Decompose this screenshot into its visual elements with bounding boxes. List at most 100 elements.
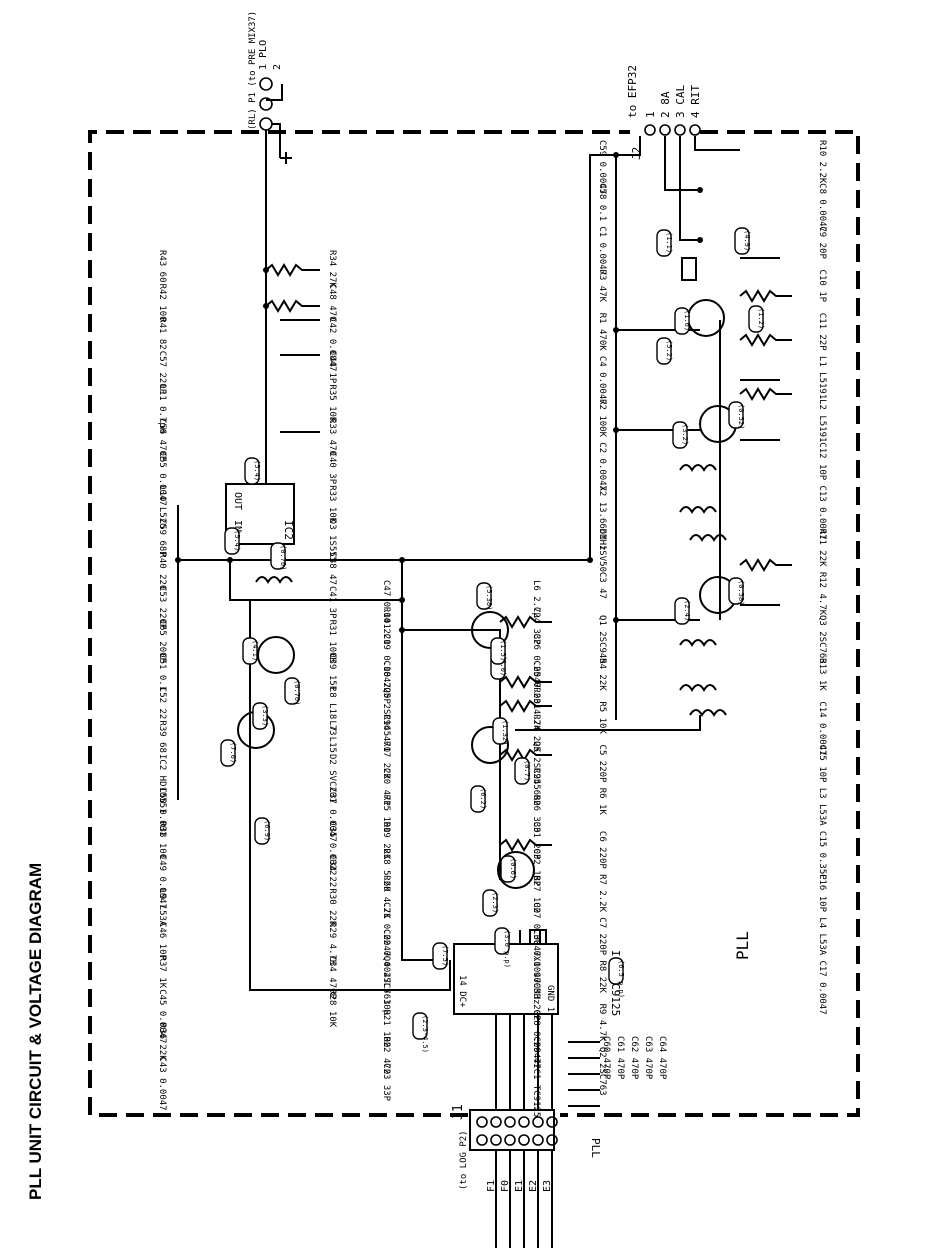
p1-pin-2: 2 (272, 64, 283, 70)
voltage-label: (0.76) (279, 545, 287, 570)
component-label: C38 47 (327, 552, 337, 585)
component-label: R33 470 (327, 418, 337, 456)
component-label: R14 220 (381, 607, 391, 645)
component-label: R8 22K (597, 960, 607, 993)
component-label: R25 680 (531, 768, 541, 806)
voltage-label: (0.6) (509, 858, 517, 879)
component-label: C32 18P (531, 848, 541, 887)
j1-signal-e2: E2 (528, 1180, 539, 1192)
component-label: D1 1SV50 (597, 529, 607, 572)
component-label: C15 0.35P (817, 831, 827, 880)
component-label: C9 20P (817, 226, 827, 259)
j1-bottom-label: PLL (589, 1138, 602, 1158)
component-label: C21 0.0047 (381, 902, 391, 956)
component-label: R21 100 (381, 1009, 391, 1047)
component-label: C7 220P (597, 917, 607, 956)
component-label: R20 4.7K (381, 875, 391, 919)
j1-note: (to LOG P2) (459, 1130, 469, 1190)
voltage-bubble (244, 457, 260, 485)
component-label: C27 0.0047 (531, 902, 541, 956)
wiring (177, 136, 792, 1110)
component-label: C44 1P (327, 351, 337, 384)
component-label: R7 2.2K (597, 874, 607, 913)
j1-signal-f1: F1 (486, 1180, 497, 1192)
component-label: R16 470 (381, 714, 391, 752)
voltage-label: (1.6) (683, 310, 691, 331)
component-label: R28 10K (327, 989, 337, 1028)
component-label: C37 0.0047 (327, 788, 337, 842)
voltage-label: (6.0) (499, 655, 507, 676)
voltage-bubble (476, 582, 492, 610)
connector-j1: J1 (to LOG P2) PLL F1 F0 E1 E2 E3 (451, 1104, 602, 1248)
component-label: L6 2.7µ (531, 580, 541, 619)
component-label: R2 100K (597, 399, 607, 438)
component-label: C39 15P (327, 653, 337, 692)
component-label: R42 100 (157, 284, 167, 322)
voltage-label: (0.58) (737, 580, 745, 605)
voltage-label: (6.5 p.p) (617, 960, 625, 998)
j2-label: J2 (630, 147, 643, 160)
component-label: R29 4.7K (327, 922, 337, 966)
bottom-cap-label: C62 470P (629, 1036, 639, 1080)
voltage-label: (7.5) (441, 945, 449, 966)
voltage-label: (0.76) (293, 680, 301, 705)
voltage-bubble (734, 227, 750, 255)
voltage-label: (2.3) (491, 892, 499, 913)
component-label: R30 22K (327, 888, 337, 927)
component-label: C52 22 (157, 687, 167, 720)
j2-pin-4: 4 RIT (689, 85, 702, 118)
ic2-in: IN (232, 520, 243, 532)
component-label: X2 13.666MHz (597, 485, 607, 550)
ic1-pins-top: 14 DC+ (457, 975, 467, 1008)
voltage-bubble (608, 957, 624, 985)
voltage-label: (3.2) (681, 424, 689, 445)
ic2-label: IC2 (282, 520, 295, 540)
component-label: R37 1K (157, 956, 167, 989)
component-label: X1 900MHz (531, 956, 541, 1005)
voltage-bubble (494, 927, 510, 955)
component-label: Q5 2SC945 (381, 687, 391, 736)
component-label: Q4 2SC763 (381, 956, 391, 1005)
j2-pin-1: 1 (644, 111, 657, 118)
component-label: C49 0.0047 (157, 855, 167, 909)
component-label: R27 100 (531, 875, 541, 913)
voltage-bubble (254, 817, 270, 845)
component-label: C3 47 (597, 572, 607, 599)
component-label: L10 L52G (157, 485, 167, 528)
component-label: R41 82 (157, 317, 167, 350)
component-label: C2 0.0047 (597, 442, 607, 491)
component-label: C58 0.1 (597, 183, 607, 221)
component-label: C8 0.0047 (817, 183, 827, 232)
component-label: R19 22K (381, 822, 391, 861)
component-label: R15 100 (381, 795, 391, 833)
component-label: C42 0.0047 (327, 317, 337, 371)
voltage-bubble (412, 1012, 428, 1040)
component-label: R43 60 (157, 250, 167, 283)
voltage-label: (1.2) (757, 308, 765, 329)
j1-label: J1 (451, 1104, 466, 1120)
component-label: C10 1P (817, 270, 827, 303)
voltage-bubble (432, 942, 448, 970)
ic1-pins-bottom: GND 1 (545, 985, 555, 1012)
component-label: C24 33P (531, 607, 541, 646)
component-label: C48 470 (327, 284, 337, 322)
component-label: R36 22K (157, 1023, 167, 1062)
ic2-out: OUT (232, 492, 243, 510)
component-label: L3 L53A (817, 788, 827, 827)
component-label: R38 100 (157, 821, 167, 859)
unit-label: PLL (733, 931, 752, 960)
component-label: Q3 2SC763 (817, 615, 827, 664)
component-label: L1 L5191 (817, 356, 827, 399)
component-label: C33 20P (531, 983, 541, 1022)
component-label: C23 33P (381, 1063, 391, 1102)
component-label: C4 0.0047 (597, 356, 607, 405)
component-label: C22 0.0047 (381, 929, 391, 983)
component-label: C53 220P (157, 586, 167, 630)
voltage-label: (6.9) (263, 820, 271, 841)
bottom-cap-label: C64 470P (657, 1036, 667, 1080)
voltage-label: (4.1) (251, 640, 259, 661)
